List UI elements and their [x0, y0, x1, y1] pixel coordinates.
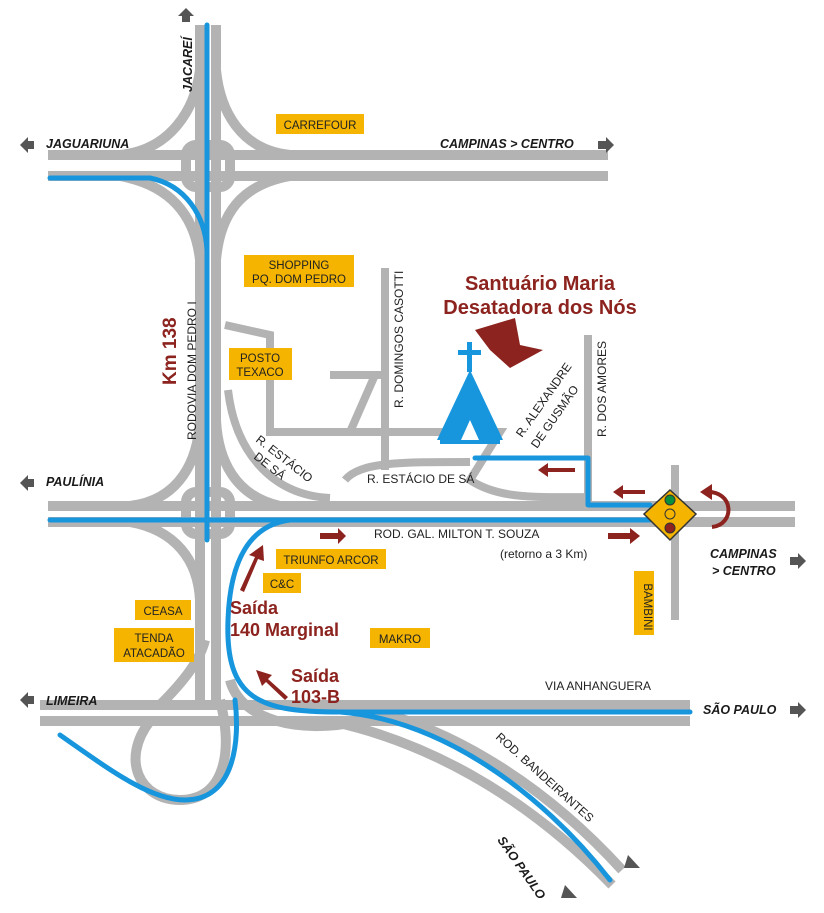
svg-text:TEXACO: TEXACO: [236, 367, 283, 379]
svg-text:PQ. DOM PEDRO: PQ. DOM PEDRO: [252, 274, 346, 286]
sanctuary-pointer-arrow: [475, 318, 543, 368]
exit-140-label-2: 140 Marginal: [230, 620, 339, 640]
street-estacio-main: R. ESTÁCIO DE SÁ: [367, 471, 474, 486]
svg-text:ATACADÃO: ATACADÃO: [123, 647, 185, 660]
city-sao-paulo-bottom: SÃO PAULO: [495, 833, 550, 902]
poi-ceasa: CEASA: [135, 600, 191, 620]
svg-text:CARREFOUR: CARREFOUR: [284, 120, 357, 132]
street-dos-amores: R. DOS AMORES: [595, 341, 609, 437]
svg-text:TRIUNFO ARCOR: TRIUNFO ARCOR: [283, 555, 378, 567]
poi-carrefour: CARREFOUR: [276, 114, 364, 134]
exit-103b-label-1: Saída: [291, 666, 340, 686]
svg-text:BAMBINI: BAMBINI: [641, 583, 653, 630]
poi-makro: MAKRO: [370, 628, 430, 648]
retorno-note: (retorno a 3 Km): [500, 547, 587, 561]
svg-text:POSTO: POSTO: [240, 353, 280, 365]
exit-103b-label-2: 103-B: [291, 687, 340, 707]
city-sao-paulo-right: SÃO PAULO: [703, 702, 777, 717]
poi-tenda-atacadao: TENDA ATACADÃO: [114, 628, 194, 662]
traffic-light-icon: [642, 488, 698, 542]
city-campinas-top: CAMPINAS > CENTRO: [440, 137, 574, 151]
svg-text:MAKRO: MAKRO: [379, 634, 421, 646]
km-label: Km 138: [160, 317, 181, 385]
road-anhanguera: VIA ANHANGUERA: [545, 679, 651, 693]
poi-posto-texaco: POSTO TEXACO: [229, 348, 292, 380]
road-milton-souza: ROD. GAL. MILTON T. SOUZA: [374, 527, 539, 541]
svg-text:CEASA: CEASA: [144, 606, 183, 618]
roads: [40, 25, 795, 889]
poi-bambini: BAMBINI: [634, 571, 654, 635]
poi-triunfo-arcor: TRIUNFO ARCOR: [276, 549, 386, 569]
city-jacarei: JACAREÍ: [180, 35, 195, 92]
city-jaguariuna: JAGUARIUNA: [46, 137, 129, 151]
svg-text:TENDA: TENDA: [135, 633, 174, 645]
city-paulinia: PAULÍNIA: [46, 474, 104, 489]
exit-direction-icons: [20, 8, 806, 898]
road-dom-pedro: RODOVIA DOM PEDRO I: [185, 301, 199, 440]
direction-arrows: [240, 463, 731, 700]
street-domingos-casotti: R. DOMINGOS CASOTTI: [392, 271, 406, 408]
city-campinas-right-2: > CENTRO: [712, 564, 776, 578]
svg-text:SHOPPING: SHOPPING: [269, 260, 330, 272]
city-campinas-right: CAMPINAS: [710, 547, 777, 561]
recommended-route: [47, 22, 693, 883]
exit-140-label-1: Saída: [230, 598, 279, 618]
poi-cc: C&C: [263, 573, 301, 593]
sanctuary-title-2: Desatadora dos Nós: [443, 297, 636, 319]
svg-text:C&C: C&C: [270, 579, 294, 591]
poi-shopping: SHOPPING PQ. DOM PEDRO: [244, 255, 354, 287]
church-icon: [437, 342, 503, 444]
sanctuary-title-1: Santuário Maria: [465, 273, 616, 295]
city-limeira: LIMEIRA: [46, 694, 97, 708]
